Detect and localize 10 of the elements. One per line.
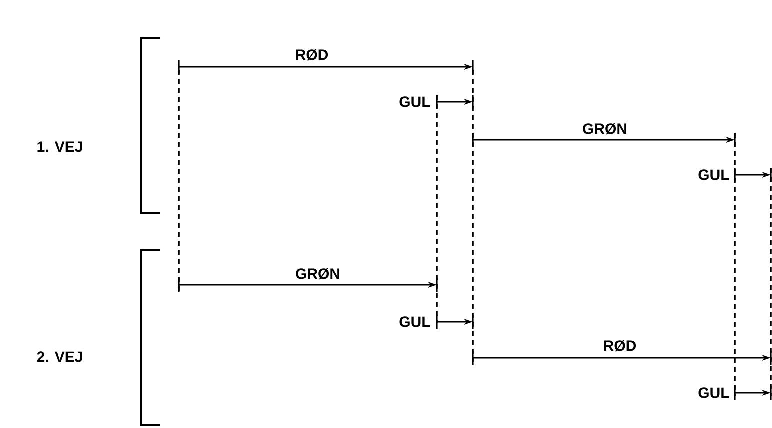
phase-label: RØD [604,340,636,352]
phase-label: GRØN [296,268,340,280]
phase-label: GUL [698,388,730,398]
phase-label: GRØN [583,123,626,135]
road-label: 1. VEJ [38,142,82,152]
phase-label: GUL [400,96,430,108]
phase-label: GUL [698,170,730,180]
phase-label: RØD [296,49,328,61]
road-label: 2. VEJ [37,352,82,362]
phase-label: GUL [400,316,430,328]
